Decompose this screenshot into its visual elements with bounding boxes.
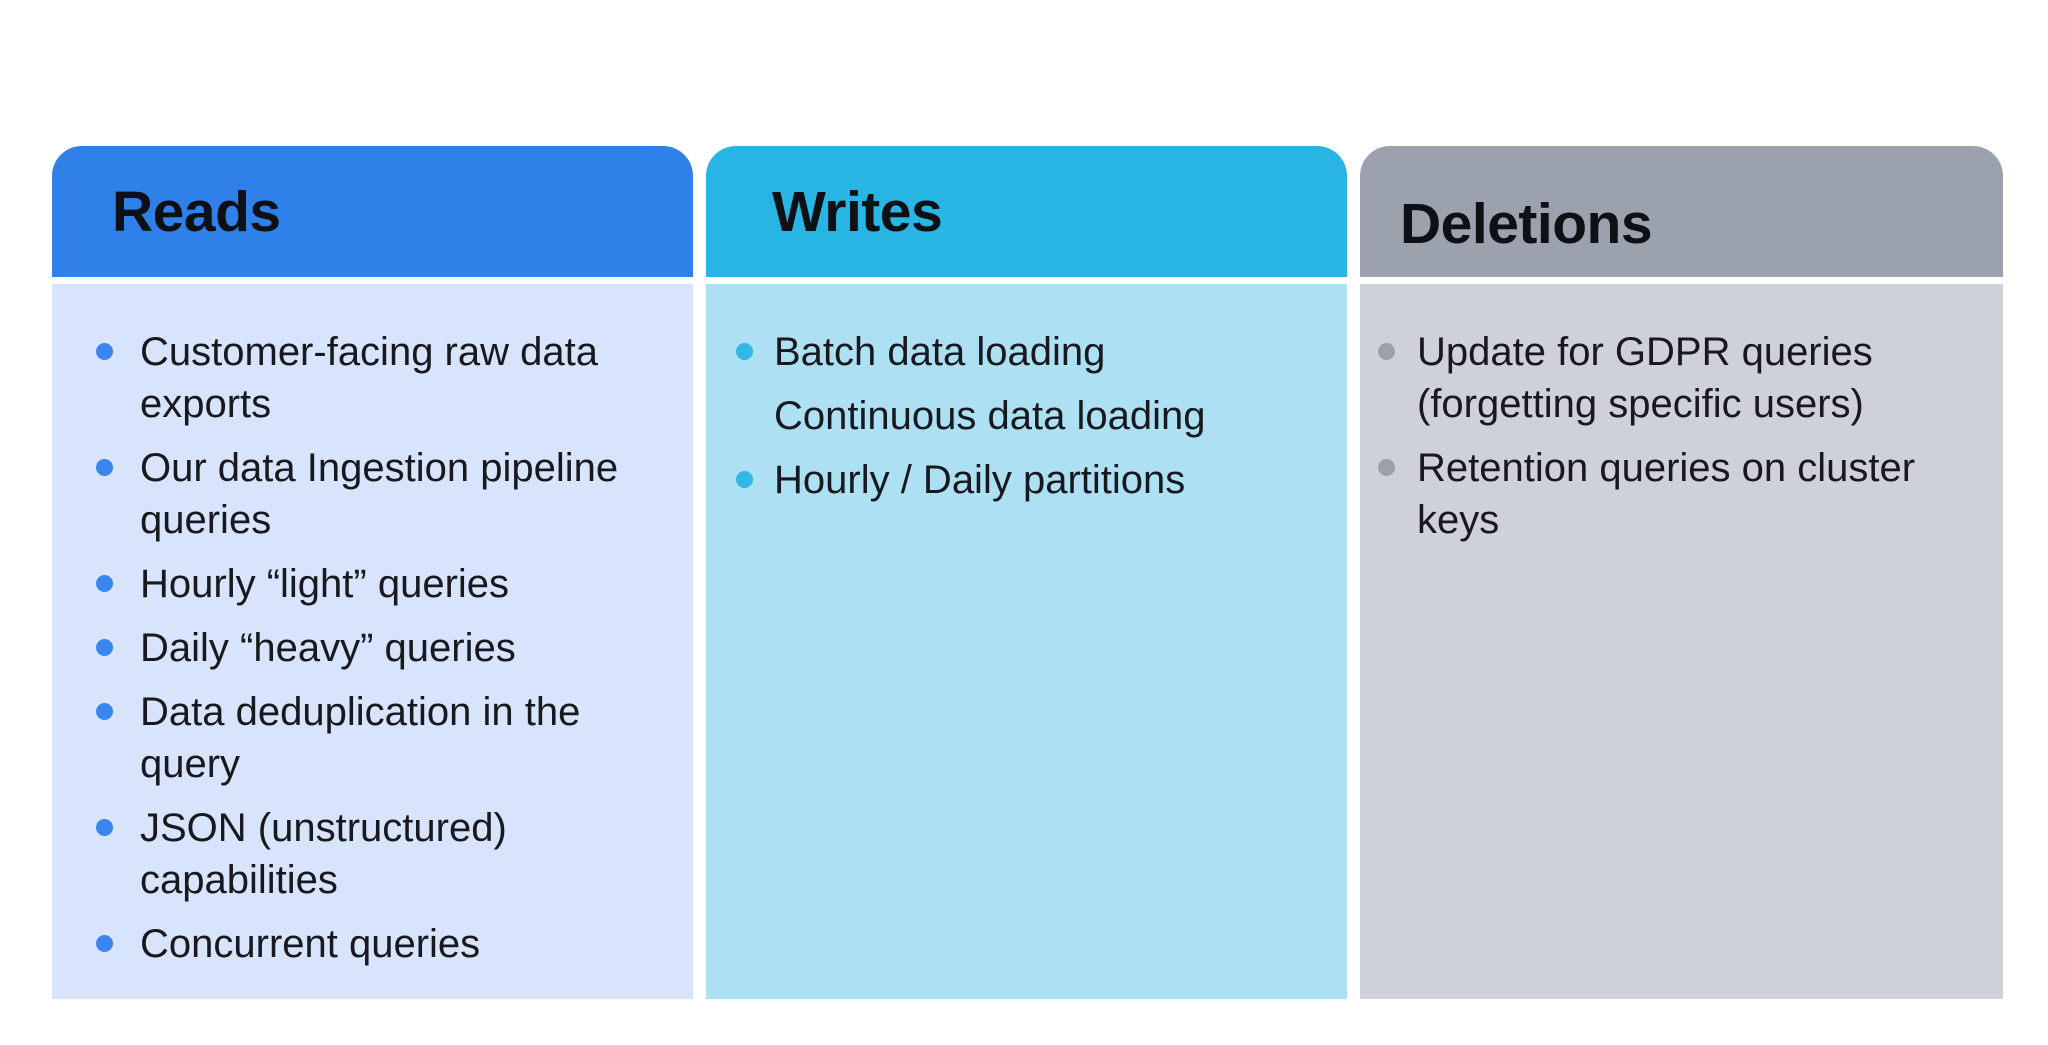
column-title-reads: Reads: [112, 179, 281, 244]
list-item: Retention queries on cluster keys: [1360, 442, 1967, 546]
list-item: Concurrent queries: [52, 918, 657, 970]
column-body-deletions: Update for GDPR queries (forgetting spec…: [1360, 284, 2003, 999]
column-header-writes: Writes: [706, 146, 1347, 277]
list-item: Our data Ingestion pipeline queries: [52, 442, 657, 546]
list-item: Batch data loading: [706, 326, 1311, 378]
list-item: Hourly “light” queries: [52, 558, 657, 610]
column-title-deletions: Deletions: [1400, 191, 1653, 256]
deletions-list: Update for GDPR queries (forgetting spec…: [1360, 326, 2003, 546]
list-item: Continuous data loading: [774, 394, 1206, 438]
list-item: Update for GDPR queries (forgetting spec…: [1360, 326, 1967, 430]
list-item: Daily “heavy” queries: [52, 622, 657, 674]
list-item: Customer-facing raw data exports: [52, 326, 657, 430]
list-item: Data deduplication in the query: [52, 686, 657, 790]
column-deletions: Deletions Update for GDPR queries (forge…: [1360, 146, 2003, 999]
list-item: JSON (unstructured) capabilities: [52, 802, 657, 906]
list-item: Hourly / Daily partitions: [706, 454, 1311, 506]
column-header-deletions: Deletions: [1360, 146, 2003, 277]
column-header-reads: Reads: [52, 146, 693, 277]
column-title-writes: Writes: [772, 179, 943, 244]
